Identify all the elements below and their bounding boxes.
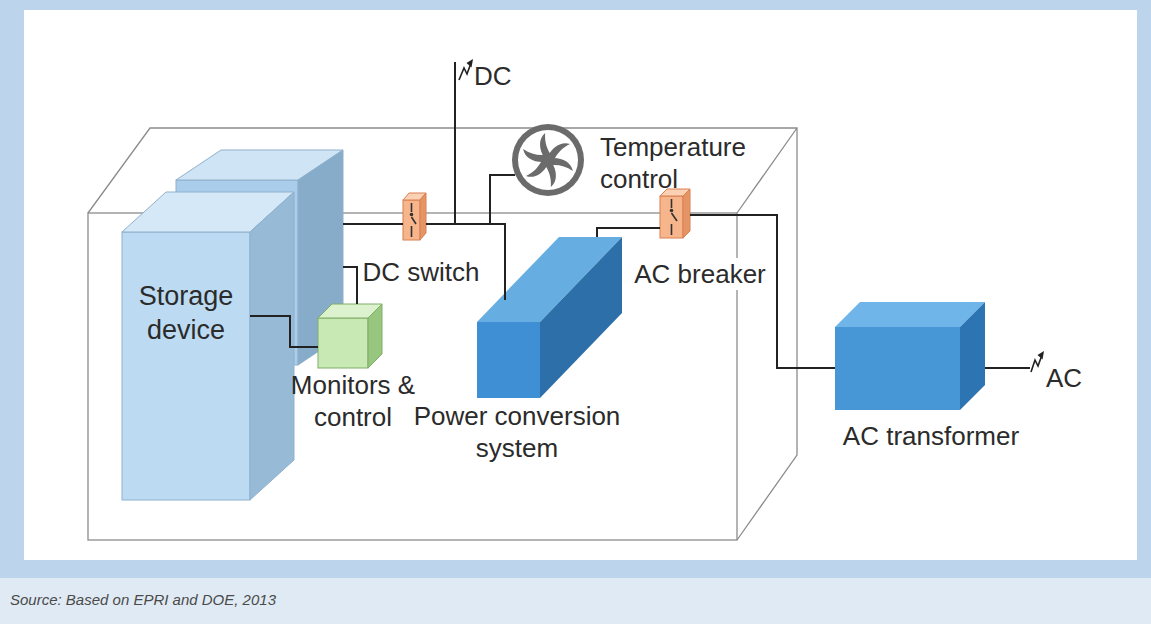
temperature-fan: Temperature control: [512, 124, 584, 196]
power-symbols: [459, 59, 1044, 372]
box-label: Storage device: [122, 279, 250, 347]
wire-connector: [426, 175, 515, 224]
wire-connector: [250, 316, 318, 347]
part-label: DC switch: [363, 256, 480, 288]
enclosure-outline: [88, 128, 797, 540]
wire-connector: [690, 215, 835, 368]
wire-connector: [343, 267, 357, 304]
wire-connector: [343, 223, 403, 225]
source-caption: Source: Based on EPRI and DOE, 2013: [10, 590, 276, 610]
power-conversion-box: Power conversion system: [477, 237, 622, 398]
storage-device: Storage device: [122, 150, 343, 500]
terminal-label: AC: [1046, 362, 1082, 394]
terminal-wires: [455, 62, 1030, 368]
part-label: AC breaker: [634, 258, 766, 290]
terminal-label: DC: [474, 60, 512, 92]
part-label: AC transformer: [843, 420, 1019, 452]
wire-connector: [597, 228, 660, 237]
storage-boxes: [122, 150, 343, 500]
ac-breaker-shape: [660, 189, 690, 238]
transformer-box: [835, 302, 985, 410]
monitor-cube: [318, 304, 382, 368]
ac-breaker: AC breaker: [660, 189, 690, 238]
pcs-box: [477, 237, 622, 398]
monitor-control-box: Monitors & control: [318, 304, 382, 368]
dc-switch-shape: [403, 193, 426, 240]
dc-switch: DC switch: [403, 193, 426, 240]
part-label: Monitors & control: [278, 369, 428, 433]
part-label: Power conversion system: [402, 400, 632, 464]
fan-symbol: [512, 124, 584, 196]
part-label: Temperature control: [600, 131, 770, 195]
ac-transformer: AC transformer: [835, 302, 985, 410]
